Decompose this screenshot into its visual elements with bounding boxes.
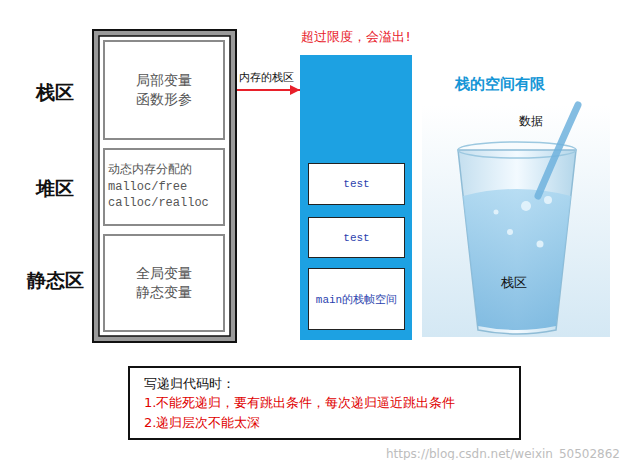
memory-frame-inner: [99, 36, 230, 336]
box-text: 全局变量 静态变量: [131, 264, 197, 302]
label-slot: 内存的栈区: [237, 66, 296, 85]
stack-column: 超过限度，会溢出!testtestmain的栈帧空间: [300, 55, 412, 340]
glass-body: [458, 150, 576, 334]
water-bubble: [537, 241, 544, 248]
picture-label: 栈区: [501, 275, 527, 290]
glass-photo-ground: [422, 105, 610, 337]
region-label: 静态区: [27, 269, 84, 291]
stack-content-box: 局部变量 函数形参: [103, 40, 225, 140]
box-text: test: [343, 232, 369, 244]
water-bubble: [521, 201, 531, 211]
region-label: 堆区: [36, 177, 74, 199]
label-slot: 堆区: [25, 176, 85, 202]
box-text: 写递归代码时：: [144, 374, 235, 394]
label-slot: https://blog.csdn.net/weixin_50502862: [320, 443, 620, 460]
box-text: 2.递归层次不能太深: [144, 413, 260, 433]
stack-frame-box: test: [308, 163, 405, 205]
note-box: 写递归代码时：1.不能死递归，要有跳出条件，每次递归逼近跳出条件2.递归层次不能…: [128, 366, 521, 440]
water-bubble: [544, 196, 552, 204]
heap-content-box: 动态内存分配的 malloc/free calloc/realloc: [103, 148, 225, 226]
glass-water: [463, 189, 571, 330]
box-text: 局部变量 函数形参: [131, 71, 197, 109]
box-text: 1.不能死递归，要有跳出条件，每次递归逼近跳出条件: [144, 393, 455, 413]
label-slot: 数据: [516, 110, 546, 130]
picture-label: 数据: [519, 114, 543, 128]
stack-frame-box: main的栈帧空间: [308, 268, 405, 330]
stack-frame-box: test: [308, 217, 405, 258]
box-text: test: [343, 178, 369, 190]
water-stream: [538, 105, 578, 196]
overflow-heading: 超过限度，会溢出!: [278, 28, 434, 46]
memory-frame: [93, 30, 236, 342]
water-bubble: [494, 210, 499, 215]
note-label: 栈的空间有限: [455, 75, 545, 93]
box-text: 动态内存分配的 malloc/free calloc/realloc: [108, 162, 220, 212]
label-slot: 栈的空间有限: [436, 74, 564, 94]
label-slot: 栈区: [494, 272, 534, 292]
watermark: https://blog.csdn.net/weixin_50502862: [386, 447, 620, 460]
label-slot: 栈区: [25, 80, 85, 106]
label-slot: 静态区: [22, 268, 88, 294]
box-text: main的栈帧空间: [316, 292, 397, 307]
water-bubble: [507, 229, 513, 235]
edge-label: 内存的栈区: [237, 71, 296, 84]
static-content-box: 全局变量 静态变量: [103, 234, 225, 332]
region-label: 栈区: [36, 81, 74, 103]
